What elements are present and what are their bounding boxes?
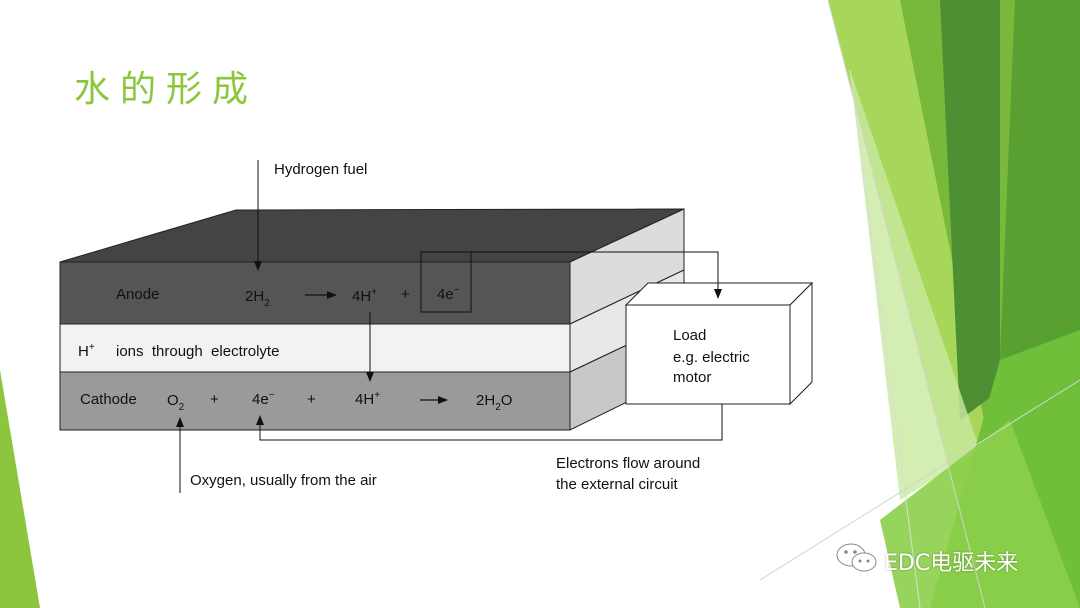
right-facet-deep — [1000, 0, 1080, 360]
cathode-plus-2: + — [307, 391, 316, 408]
hydrogen-fuel-label: Hydrogen fuel — [274, 161, 367, 178]
facet-line-2 — [759, 379, 1080, 581]
circuit-wire-bottom — [256, 404, 723, 441]
cathode-water: 2H2O — [476, 392, 512, 413]
anode-product: 4H+ — [352, 287, 377, 305]
facet-line-3 — [849, 69, 921, 608]
anode-electrons: 4e− — [437, 285, 460, 303]
cathode-oxygen: O2 — [167, 392, 185, 413]
cathode-plus-1: + — [210, 391, 219, 408]
right-facet-dark — [940, 0, 1000, 420]
electrons-flow-line1: Electrons flow around — [556, 455, 700, 472]
anode-reactant: 2H2 — [245, 288, 270, 309]
electrolyte-text: ions through electrolyte — [116, 343, 279, 360]
right-facet-pale — [850, 70, 980, 500]
electrolyte-layer — [59, 323, 571, 373]
slide-title: 水的形成 — [74, 69, 259, 110]
load-label-line3: motor — [673, 369, 711, 386]
cathode-label: Cathode — [80, 391, 137, 408]
anode-layer — [59, 261, 571, 325]
left-green-sliver — [0, 370, 40, 608]
wechat-icon — [836, 542, 878, 579]
load-box-side — [789, 281, 813, 406]
load-box-top — [624, 282, 814, 306]
cathode-layer — [59, 371, 571, 431]
cathode-protons: 4H+ — [355, 390, 380, 408]
circuit-wire-top — [421, 251, 722, 299]
load-label-line2: e.g. electric — [673, 349, 750, 366]
right-facet-lower — [880, 420, 1080, 608]
watermark: EDC电驱未来 — [836, 542, 1018, 579]
load-box-front — [625, 304, 791, 405]
load-label-line1: Load — [673, 327, 706, 344]
electrons-flow-line2: the external circuit — [556, 476, 679, 493]
watermark-text: EDC电驱未来 — [884, 550, 1019, 576]
anode-label: Anode — [116, 286, 159, 303]
oxygen-source-label: Oxygen, usually from the air — [190, 472, 377, 489]
electrolyte-ion: H+ — [78, 342, 95, 360]
cathode-electrons: 4e− — [252, 390, 275, 408]
anode-plus: + — [401, 286, 410, 303]
